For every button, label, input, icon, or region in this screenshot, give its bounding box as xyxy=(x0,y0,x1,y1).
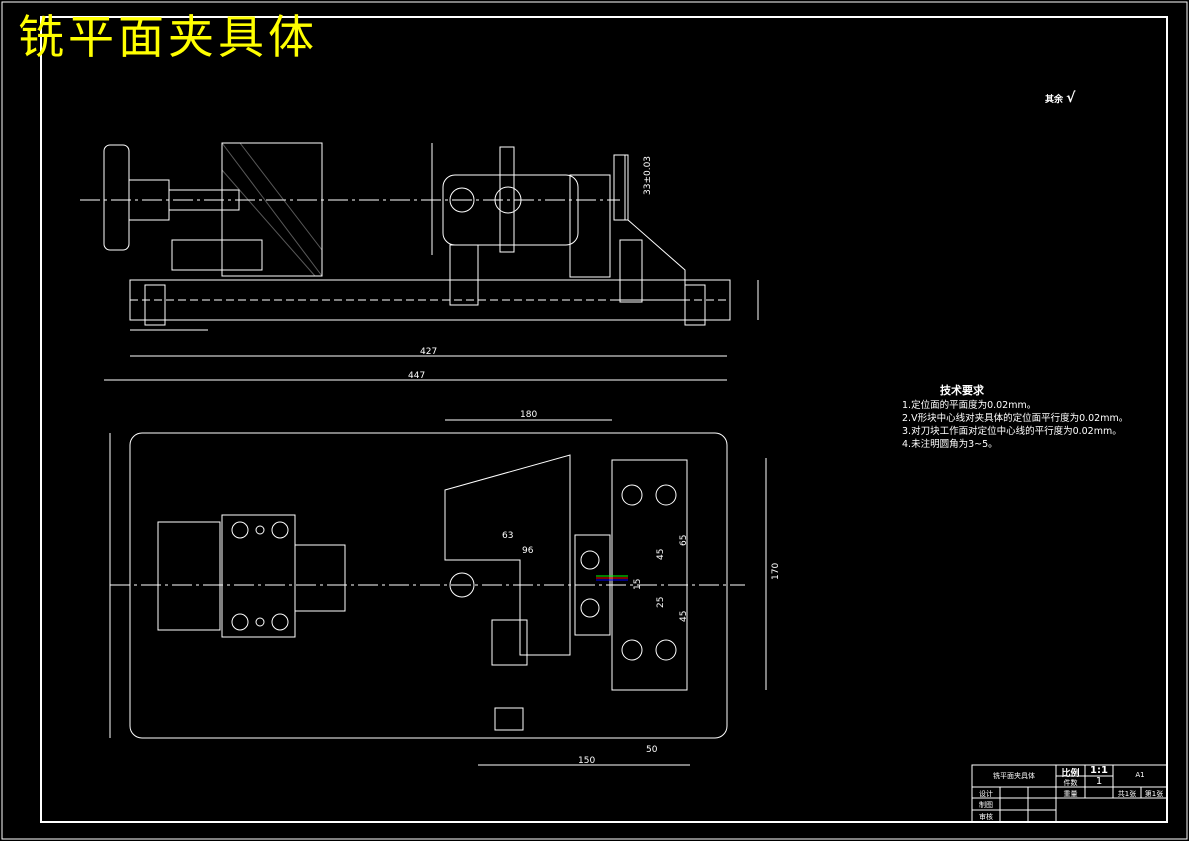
dim-33-tol: 33±0.03 xyxy=(643,156,653,195)
tb-sheet-no: 第1张 xyxy=(1144,790,1164,798)
dim-427: 427 xyxy=(420,347,437,357)
dim-45b: 45 xyxy=(679,611,689,622)
dim-65: 65 xyxy=(679,535,689,546)
dim-180: 180 xyxy=(520,410,537,420)
plan-view: 180 170 63 96 65 45 25 45 15 150 50 xyxy=(109,410,781,766)
roughness-symbol-icon: √ xyxy=(1066,90,1076,106)
dim-63: 63 xyxy=(502,531,513,541)
title-block-grid xyxy=(971,764,1168,823)
v-block xyxy=(221,142,323,277)
rest-label: 其余 xyxy=(1045,95,1064,105)
dim-447: 447 xyxy=(408,371,425,381)
front-view: 427 447 33±0.03 xyxy=(80,142,759,381)
tb-reviewer-label: 审核 xyxy=(979,813,993,821)
dim-45a: 45 xyxy=(656,549,666,560)
clamp-body xyxy=(442,174,579,246)
tech-req-heading: 技术要求 xyxy=(940,384,984,397)
tech-req-item: 3.对刀块工作面对定位中心线的平行度为0.02mm。 xyxy=(902,426,1122,437)
dim-25: 25 xyxy=(656,597,666,608)
dim-170: 170 xyxy=(771,563,781,580)
tb-scale-value: 1:1 xyxy=(1090,765,1108,776)
drawing-title: 铣平面夹具体 xyxy=(18,10,318,64)
handwheel xyxy=(103,144,130,251)
dim-150: 150 xyxy=(578,756,595,766)
tech-req-item: 2.V形块中心线对夹具体的定位面平行度为0.02mm。 xyxy=(902,413,1129,424)
clamp-plan xyxy=(444,454,571,656)
surface-roughness-note: 其余 √ xyxy=(1045,90,1076,106)
setting-block xyxy=(613,154,629,221)
tech-req-item: 1.定位面的平面度为0.02mm。 xyxy=(902,400,1037,411)
tb-sheet-size: A1 xyxy=(1135,771,1145,779)
setting-block-plan xyxy=(611,459,688,691)
tb-qty-value: 1 xyxy=(1095,776,1103,787)
dim-96: 96 xyxy=(522,546,534,556)
technical-requirements: 技术要求 1.定位面的平面度为0.02mm。 2.V形块中心线对夹具体的定位面平… xyxy=(902,384,1128,451)
dim-15: 15 xyxy=(633,579,643,590)
tech-req-item: 4.未注明圆角为3~5。 xyxy=(902,439,998,450)
tb-drafter-label: 制图 xyxy=(979,801,993,809)
tb-scale-label: 比例 xyxy=(1061,769,1080,779)
dim-50: 50 xyxy=(646,745,658,755)
tb-qty-label: 件数 xyxy=(1063,779,1078,787)
sheet-border-inner xyxy=(40,16,1168,823)
tb-weight-label: 重量 xyxy=(1063,790,1078,798)
tb-designer-label: 设计 xyxy=(979,790,993,798)
tb-total-sheets: 共1张 xyxy=(1117,790,1137,798)
tb-drawing-name: 铣平面夹具体 xyxy=(993,772,1035,780)
